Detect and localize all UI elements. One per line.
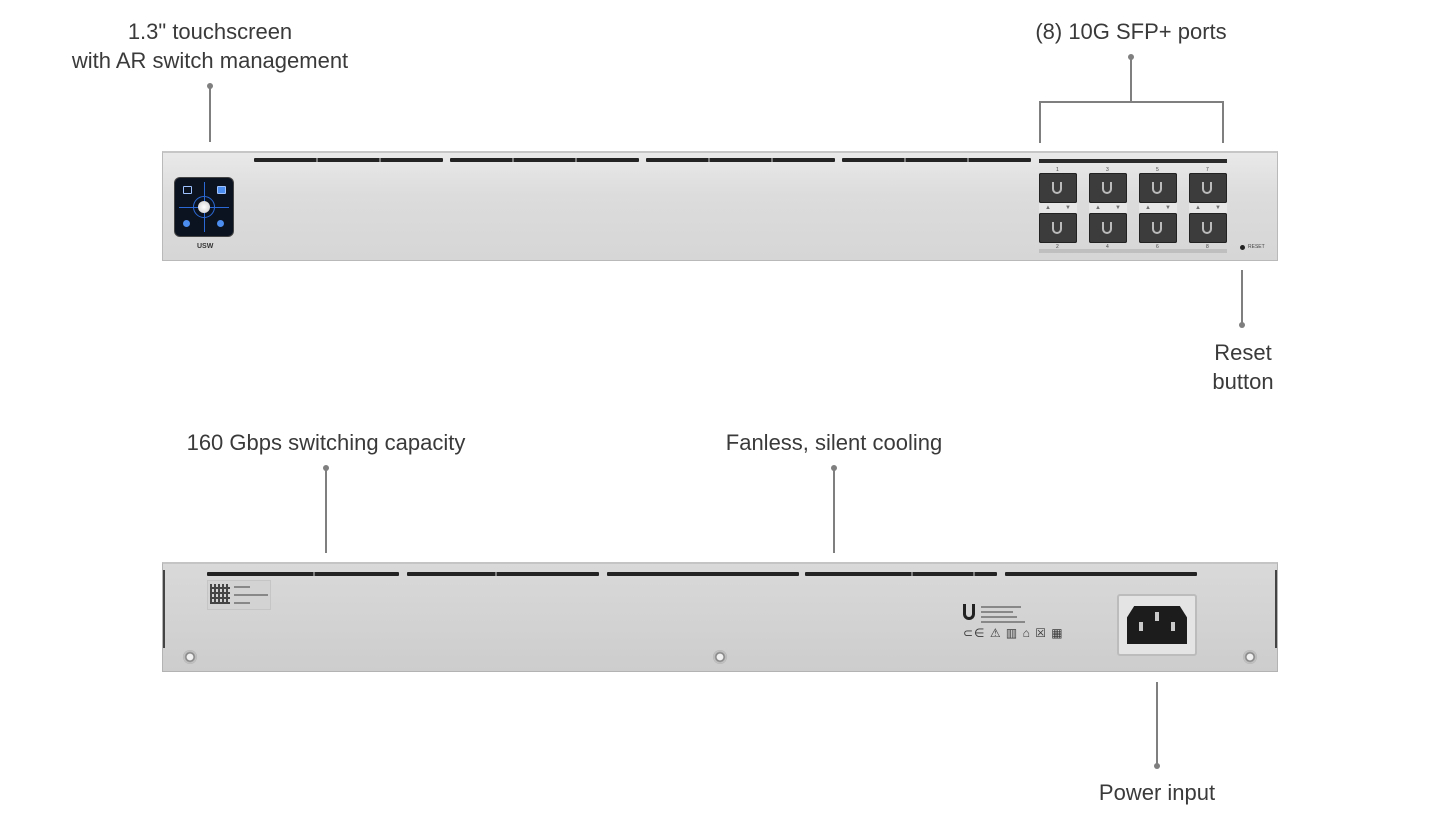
screw-icon	[183, 650, 197, 664]
sfp-leader	[1130, 57, 1132, 102]
serial-label-plate	[207, 580, 271, 610]
brand-label: USW	[197, 243, 214, 250]
ubiquiti-logo-icon	[963, 604, 975, 620]
touchscreen-icon[interactable]	[175, 178, 233, 236]
screw-icon	[713, 650, 727, 664]
sfp-bracket-top	[1039, 101, 1224, 103]
port-number: 8	[1206, 244, 1209, 250]
sfp-bracket-left	[1039, 101, 1041, 143]
port-number: 4	[1106, 244, 1109, 250]
sfp-cage-icon[interactable]	[1189, 173, 1227, 203]
front-vent	[842, 158, 1031, 162]
rear-vent	[1005, 572, 1197, 576]
front-vent	[254, 158, 443, 162]
power-leader	[1156, 682, 1158, 764]
rear-vent	[407, 572, 599, 576]
reset-leader	[1241, 270, 1243, 324]
touchscreen-callout: 1.3" touchscreen with AR switch manageme…	[60, 17, 360, 75]
sfp-bracket-right	[1222, 101, 1224, 143]
rear-vent	[207, 572, 399, 576]
switch-rear-panel: ⊂∈ ⚠ ▥ ⌂ ☒ ▦	[162, 562, 1278, 672]
power-socket-icon[interactable]	[1117, 594, 1197, 656]
sfp-cage-icon[interactable]	[1039, 173, 1077, 203]
sfp-cage-icon[interactable]	[1039, 213, 1077, 243]
sfp-cage-icon[interactable]	[1189, 213, 1227, 243]
sfp-cage-icon[interactable]	[1089, 213, 1127, 243]
port-number: 1	[1056, 167, 1059, 173]
rear-vent	[607, 572, 799, 576]
switching-leader	[325, 468, 327, 553]
reset-leader-dot	[1239, 322, 1245, 328]
reset-callout: Reset button	[1183, 338, 1303, 396]
sfp-cage-icon[interactable]	[1089, 173, 1127, 203]
reset-button[interactable]	[1240, 245, 1245, 250]
sfp-ports-callout: (8) 10G SFP+ ports	[1035, 19, 1227, 44]
sfp-port-block: 1 ▲▼ 2 3 ▲▼ 4 5 ▲▼ 6 7 ▲▼ 8	[1039, 159, 1227, 257]
certification-marks-icon: ⊂∈ ⚠ ▥ ⌂ ☒ ▦	[963, 626, 1064, 640]
touchscreen-leader	[209, 86, 211, 142]
sfp-cage-icon[interactable]	[1139, 213, 1177, 243]
cooling-leader	[833, 468, 835, 553]
port-number: 3	[1106, 167, 1109, 173]
rear-vent	[805, 572, 997, 576]
port-number: 2	[1056, 244, 1059, 250]
qr-code-icon	[210, 584, 230, 604]
screw-icon	[1243, 650, 1257, 664]
switch-front-panel: USW 1 ▲▼ 2 3 ▲▼ 4 5 ▲▼ 6 7 ▲▼	[162, 151, 1278, 261]
reset-label: RESET	[1248, 244, 1265, 250]
port-number: 5	[1156, 167, 1159, 173]
front-vent	[646, 158, 835, 162]
power-leader-dot	[1154, 763, 1160, 769]
touchscreen-callout-line1: 1.3" touchscreen	[127, 19, 293, 44]
port-number: 7	[1206, 167, 1209, 173]
port-number: 6	[1156, 244, 1159, 250]
reset-callout-line1: Reset	[1214, 340, 1272, 365]
sfp-cage-icon[interactable]	[1139, 173, 1177, 203]
touchscreen-callout-line2: with AR switch management	[71, 48, 349, 73]
power-callout: Power input	[1098, 780, 1216, 805]
reset-callout-line2: button	[1212, 369, 1274, 394]
switching-callout: 160 Gbps switching capacity	[186, 430, 466, 455]
cooling-callout: Fanless, silent cooling	[725, 430, 943, 455]
front-vent	[450, 158, 639, 162]
